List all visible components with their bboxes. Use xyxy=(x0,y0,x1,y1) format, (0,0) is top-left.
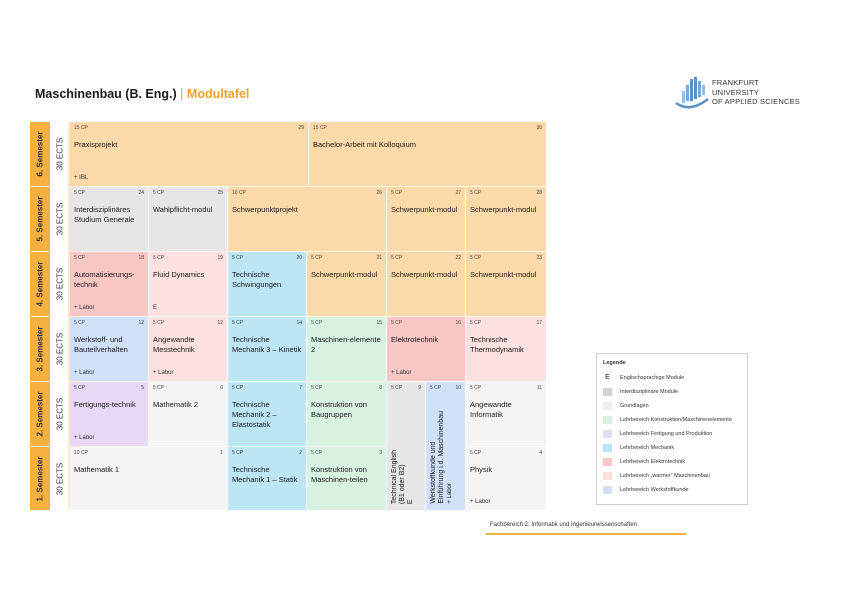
legend-label: Lehrbereich Werkstoffkunde xyxy=(620,487,689,493)
module-mathematik-2[interactable]: 5 CP 6 Mathematik 2 xyxy=(149,382,227,446)
semester-1-label: 1. Semester xyxy=(30,447,50,510)
module-fluid-dynamics[interactable]: 5 CP 19 Fluid Dynamics E xyxy=(149,252,227,316)
module-physik[interactable]: 5 CP 4 Physik + Labor xyxy=(466,447,546,510)
legend-item: Lehrbereich Elektrotechnik xyxy=(603,458,748,468)
legend-swatch xyxy=(603,458,612,466)
university-logo: FRANKFURT UNIVERSITY OF APPLIED SCIENCES xyxy=(672,70,800,118)
legend-item: Lehrbereich Werkstoffkunde xyxy=(603,486,748,496)
module-technische-mechanik-1[interactable]: 5 CP 2 Technische Mechanik 1 – Statik xyxy=(228,447,306,510)
module-schwerpunkt-21[interactable]: 5 CP 21 Schwerpunkt-modul xyxy=(307,252,386,316)
module-praxisprojekt[interactable]: 15 CP 29 Praxisprojekt + IBL xyxy=(70,122,308,186)
legend-label: Lehrbereich Elektrotechnik xyxy=(620,459,686,465)
program-title: Maschinenbau (B. Eng.) xyxy=(35,87,177,101)
legend-title: Legende xyxy=(603,360,626,366)
logo-bars-icon xyxy=(675,77,709,109)
module-automatisierungstechnik[interactable]: 5 CP 18 Automatisierungs-technik + Labor xyxy=(70,252,148,316)
semester-2-ects: 30 ECTS xyxy=(52,382,68,446)
module-technical-english[interactable]: 5 CP 9 Technical English (B1 oder B2) E xyxy=(387,382,425,510)
legend-item: Lehrbereich Konstruktion/Maschinenelemen… xyxy=(603,416,748,426)
legend-item: Lehrbereich Mechanik xyxy=(603,444,748,454)
page-title: Maschinenbau (B. Eng.) | Modultafel xyxy=(35,87,249,101)
module-technische-schwingungen[interactable]: 5 CP 20 Technische Schwingungen xyxy=(228,252,306,316)
module-schwerpunktprojekt[interactable]: 10 CP 26 Schwerpunktprojekt xyxy=(228,187,386,251)
semester-3-ects: 30 ECTS xyxy=(52,317,68,381)
legend-swatch xyxy=(603,486,612,494)
semester-5-label: 5. Semester xyxy=(30,187,50,251)
module-table: 6. Semester 5. Semester 4. Semester 3. S… xyxy=(30,122,546,510)
module-fertigungstechnik[interactable]: 5 CP 5 Fertigungs-technik + Labor xyxy=(70,382,148,446)
module-werkstoff-bauteilverhalten[interactable]: 5 CP 12 Werkstoff- und Bauteilverhalten … xyxy=(70,317,148,381)
semester-5-ects: 30 ECTS xyxy=(52,187,68,251)
legend-swatch xyxy=(603,416,612,424)
module-schwerpunkt-27[interactable]: 5 CP 27 Schwerpunkt-modul xyxy=(387,187,465,251)
footer-department: Fachbereich 2: Informatik und Ingenieurw… xyxy=(490,522,638,528)
module-konstruktion-maschinenteilen[interactable]: 5 CP 3 Konstruktion von Maschinen-teilen xyxy=(307,447,386,510)
legend-label: Lehrbereich „warmer“ Maschinenbau xyxy=(620,473,710,479)
module-konstruktion-baugruppen[interactable]: 5 CP 8 Konstruktion von Baugruppen xyxy=(307,382,386,446)
legend-item: Lehrbereich „warmer“ Maschinenbau xyxy=(603,472,748,482)
legend-swatch xyxy=(603,388,612,396)
module-maschinenelemente-2[interactable]: 5 CP 15 Maschinen-elemente 2 xyxy=(307,317,386,381)
semester-4-label: 4. Semester xyxy=(30,252,50,316)
legend-swatch: E xyxy=(603,374,612,382)
page-subtitle: Modultafel xyxy=(186,87,250,101)
module-technische-mechanik-2[interactable]: 5 CP 7 Technische Mechanik 2 – Elastosta… xyxy=(228,382,306,446)
legend-item: Interdisziplinäre Module xyxy=(603,388,748,398)
legend-label: Lehrbereich Fertigung und Produktion xyxy=(620,431,713,437)
legend-swatch xyxy=(603,472,612,480)
semester-1-ects: 30 ECTS xyxy=(52,447,68,510)
module-schwerpunkt-23[interactable]: 5 CP 23 Schwerpunkt-modul xyxy=(466,252,546,316)
legend-label: Grundlagen xyxy=(620,403,649,409)
module-technische-thermodynamik[interactable]: 5 CP 17 Technische Thermodynamik xyxy=(466,317,546,381)
legend-item: Lehrbereich Fertigung und Produktion xyxy=(603,430,748,440)
legend-label: Englischsprachige Module xyxy=(620,375,685,381)
semester-4-ects: 30 ECTS xyxy=(52,252,68,316)
legend-label: Interdisziplinäre Module xyxy=(620,389,679,395)
logo-text: FRANKFURT UNIVERSITY OF APPLIED SCIENCES xyxy=(712,78,800,106)
module-studium-generale[interactable]: 5 CP 24 Interdisziplinäres Studium Gener… xyxy=(70,187,148,251)
module-bachelor-arbeit[interactable]: 15 CP 30 Bachelor-Arbeit mit Kolloquium xyxy=(309,122,546,186)
semester-3-label: 3. Semester xyxy=(30,317,50,381)
module-technische-mechanik-3[interactable]: 5 CP 14 Technische Mechanik 3 – Kinetik xyxy=(228,317,306,381)
legend-swatch xyxy=(603,444,612,452)
legend-item: E Englischsprachige Module xyxy=(603,374,748,384)
module-angewandte-messtechnik[interactable]: 5 CP 12 Angewandte Messtechnik + Labor xyxy=(149,317,227,381)
legend-swatch xyxy=(603,402,612,410)
footer-divider xyxy=(486,533,686,535)
legend-label: Lehrbereich Konstruktion/Maschinenelemen… xyxy=(620,417,732,423)
semester-6-label: 6. Semester xyxy=(30,122,50,186)
module-wahlpflichtmodul[interactable]: 5 CP 25 Wahlpflicht-modul xyxy=(149,187,227,251)
module-schwerpunkt-28[interactable]: 5 CP 28 Schwerpunkt-modul xyxy=(466,187,546,251)
module-angewandte-informatik[interactable]: 5 CP 11 Angewandte Informatik xyxy=(466,382,546,446)
semester-2-label: 2. Semester xyxy=(30,382,50,446)
module-elektrotechnik[interactable]: 5 CP 16 Elektrotechnik + Labor xyxy=(387,317,465,381)
semester-6-ects: 30 ECTS xyxy=(52,122,68,186)
module-mathematik-1[interactable]: 10 CP 1 Mathematik 1 xyxy=(70,447,227,510)
legend-label: Lehrbereich Mechanik xyxy=(620,445,675,451)
title-separator: | xyxy=(180,87,184,101)
module-schwerpunkt-22[interactable]: 5 CP 22 Schwerpunkt-modul xyxy=(387,252,465,316)
module-werkstoffkunde[interactable]: 5 CP 10 Werkstoffkunde und Einführung i.… xyxy=(426,382,465,510)
legend-item: Grundlagen xyxy=(603,402,748,412)
legend-swatch xyxy=(603,430,612,438)
